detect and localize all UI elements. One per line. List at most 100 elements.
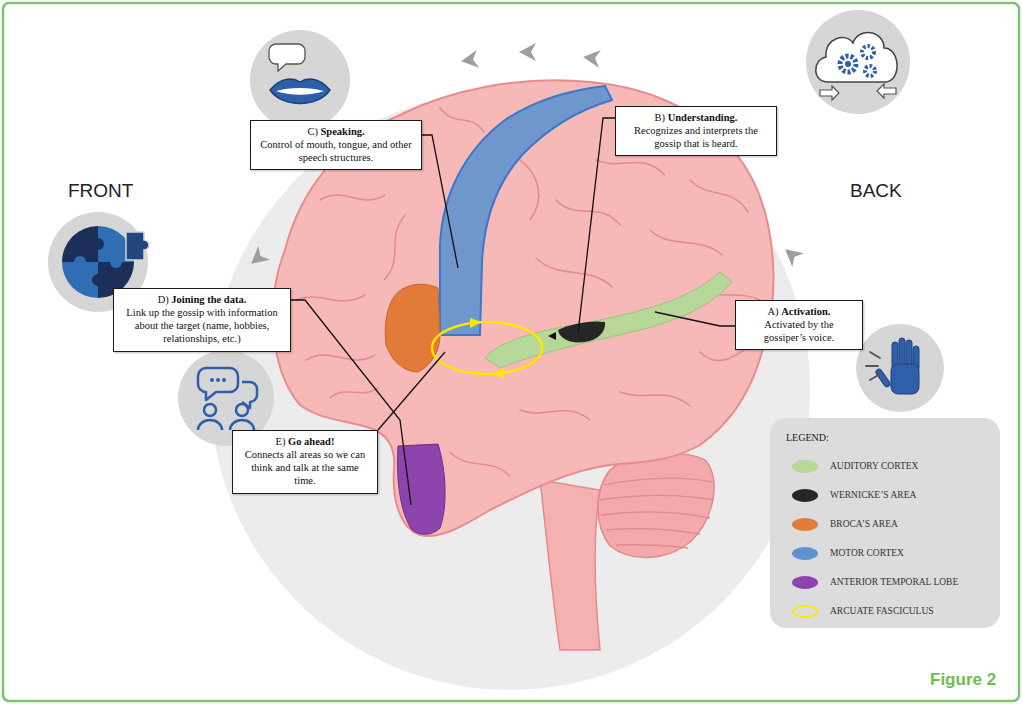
brainstem — [540, 480, 600, 650]
callout-box: A) Activation.Activated by the gossiper’… — [735, 300, 863, 350]
cerebellum — [598, 453, 714, 557]
drawing-part — [620, 392, 690, 406]
drawing-part — [440, 108, 484, 132]
callout-body: Recognizes and interprets the gossip tha… — [623, 124, 769, 150]
chevron — [582, 48, 601, 68]
legend-label: ARCUATE FASCICULUS — [830, 606, 934, 616]
drawing-part — [110, 256, 122, 268]
brocas-area — [385, 284, 440, 372]
drawing-part — [320, 195, 385, 200]
activation-icon — [856, 324, 944, 412]
legend-ring — [792, 605, 818, 618]
drawing-part — [384, 215, 405, 280]
drawing-part — [604, 478, 712, 485]
drawing-part — [870, 374, 880, 380]
speaking-icon — [250, 30, 350, 130]
drawing-part — [92, 238, 104, 250]
drawing-part — [891, 364, 919, 394]
drawing-part — [236, 404, 248, 416]
sound-lines — [866, 352, 880, 380]
callout-box: E) Go ahead!Connects all areas so we can… — [232, 430, 378, 494]
chat-dots — [210, 378, 226, 382]
arrow-out — [877, 84, 896, 98]
arrow-in — [820, 86, 839, 100]
leader-line — [578, 118, 615, 333]
drawing-part — [204, 404, 216, 416]
leader-line — [378, 352, 445, 430]
drawing-part — [330, 388, 378, 398]
gear-hub — [845, 61, 851, 67]
drawing-part — [222, 378, 226, 382]
icon-disc — [250, 30, 350, 130]
chevron — [519, 43, 536, 61]
drawing-part — [616, 545, 688, 548]
drawing-part — [870, 352, 880, 358]
legend-title: LEGEND: — [786, 432, 829, 443]
drawing-part — [296, 295, 365, 301]
drawing-part — [210, 378, 214, 382]
drawing-part — [306, 355, 375, 360]
drawing-part — [92, 274, 104, 286]
callout-heading: B) Understanding. — [623, 111, 769, 124]
legend-label: AUDITORY CORTEX — [830, 461, 918, 471]
figure-caption: Figure 2 — [930, 670, 996, 690]
callout-body: Link up the gossip with information abou… — [121, 306, 283, 345]
legend-swatch — [792, 518, 818, 531]
drawing-part — [198, 368, 238, 400]
drawing-part — [866, 365, 878, 367]
callout-heading: D) Joining the data. — [121, 293, 283, 306]
drawing-part — [690, 180, 748, 212]
icon-disc — [806, 10, 910, 114]
orientation-label: BACK — [850, 180, 902, 202]
legend-label: WERNICKE’S AREA — [830, 490, 916, 500]
callout-body: Control of mouth, tongue, and other spee… — [258, 138, 414, 164]
drawing-part — [198, 420, 222, 430]
drawing-part — [875, 368, 891, 388]
gear — [840, 56, 856, 72]
legend-swatch — [792, 460, 818, 473]
callout-heading: E) Go ahead! — [240, 435, 370, 448]
drawing-part — [601, 512, 710, 518]
callout-heading: C) Speaking. — [258, 125, 414, 138]
chevron — [460, 50, 479, 70]
callout-heading: A) Activation. — [743, 305, 855, 318]
drawing-part — [520, 160, 539, 220]
figure-frame — [3, 3, 1019, 701]
thought-cloud — [816, 33, 897, 82]
icon-disc — [856, 324, 944, 412]
arcuate-fasciculus — [432, 322, 542, 374]
drawing-part — [520, 410, 590, 420]
drawing-part — [536, 258, 612, 287]
legend-label: BROCA’S AREA — [830, 519, 898, 529]
arcuate-arrowhead — [470, 318, 482, 328]
drawing-part — [230, 420, 254, 430]
orientation-label: FRONT — [68, 180, 133, 202]
motor-cortex — [440, 86, 612, 335]
drawing-part — [216, 378, 220, 382]
legend-label: MOTOR CORTEX — [830, 548, 904, 558]
understanding-icon — [806, 10, 910, 114]
legend-swatch — [792, 576, 818, 589]
legend-swatch — [792, 489, 818, 502]
drawing-part — [600, 496, 714, 501]
drawing-part — [650, 230, 722, 255]
callout-box: D) Joining the data.Link up the gossip w… — [113, 288, 291, 352]
callout-body: Activated by the gossiper’s voice. — [743, 318, 855, 344]
drawing-part — [556, 200, 620, 225]
drawing-part — [74, 256, 86, 268]
callout-box: B) Understanding.Recognizes and interpre… — [615, 106, 777, 156]
chevron — [779, 242, 804, 267]
leader-line — [422, 135, 458, 268]
chat-people — [198, 368, 257, 430]
gear — [865, 66, 875, 76]
leader-line — [655, 312, 735, 326]
gear — [862, 46, 874, 58]
wernicke-arrowhead — [548, 332, 556, 340]
drawing-part — [606, 529, 700, 534]
hand — [875, 338, 919, 394]
wernickes-area — [558, 321, 605, 342]
callout-box: C) Speaking.Control of mouth, tongue, an… — [250, 120, 422, 170]
